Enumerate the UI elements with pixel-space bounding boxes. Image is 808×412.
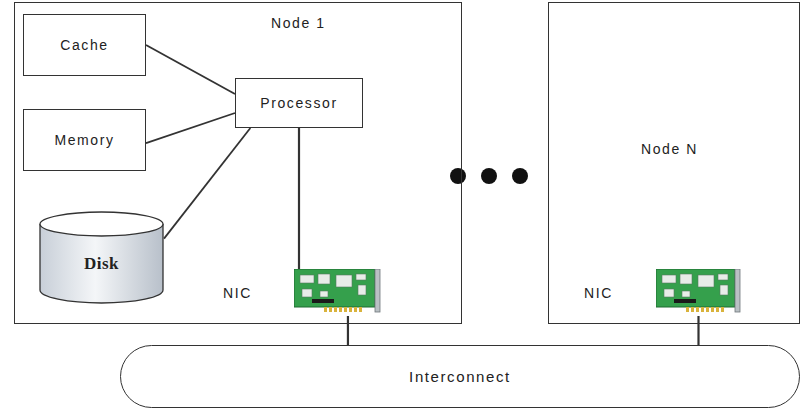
connector-line [697, 316, 699, 345]
connector-port [674, 299, 696, 303]
chip [318, 274, 330, 284]
disk-cylinder: Disk [39, 211, 164, 303]
node-label: NIC [584, 285, 613, 302]
node-label: Interconnect [409, 368, 511, 386]
edge-contact [324, 307, 327, 312]
ellipsis-dot [512, 168, 528, 184]
chip [320, 291, 328, 297]
edge-contact [359, 307, 362, 312]
ellipsis-dot [481, 168, 497, 184]
card-bracket [735, 269, 740, 312]
chip [720, 285, 728, 295]
memory-box: Memory [23, 109, 146, 171]
interconnect-bus: Interconnect [120, 345, 800, 408]
chip [718, 274, 728, 280]
edge-contact [696, 307, 699, 312]
nic-card-picture [294, 269, 381, 316]
edge-contact [344, 307, 347, 312]
node-label: NIC [223, 285, 252, 302]
chip [356, 274, 366, 280]
node-label: Memory [54, 132, 114, 149]
circuit-board [656, 269, 735, 307]
chip [358, 285, 366, 295]
circuit-board [294, 269, 375, 307]
connector-port [312, 299, 334, 303]
edge-contact [706, 307, 709, 312]
chip [664, 289, 674, 297]
node-label: Processor [260, 95, 337, 112]
edge-contact [349, 307, 352, 312]
disk-top [40, 212, 163, 236]
chip [682, 291, 690, 297]
connector-line [146, 113, 235, 143]
edge-contact [721, 307, 724, 312]
connector-line [164, 128, 250, 239]
ellipsis-dot [450, 168, 466, 184]
chip [662, 275, 676, 283]
chip [680, 274, 692, 284]
edge-contact [339, 307, 342, 312]
chip [300, 275, 314, 283]
chip [302, 289, 312, 297]
nic-card: NIC [656, 269, 741, 316]
edge-contact [334, 307, 337, 312]
edge-contact [716, 307, 719, 312]
edge-contact [701, 307, 704, 312]
nic-card-picture [656, 269, 741, 316]
connector-line [347, 316, 349, 345]
edge-contact [329, 307, 332, 312]
node-label: Node 1 [271, 15, 326, 32]
chip [698, 275, 714, 287]
edge-contact [354, 307, 357, 312]
cache-box: Cache [23, 14, 146, 76]
chip [336, 275, 352, 287]
node-frame: Node N NIC [548, 2, 800, 324]
node-label: Cache [60, 37, 108, 54]
processor-box: Processor [235, 78, 363, 128]
edge-contact [686, 307, 689, 312]
edge-contact [691, 307, 694, 312]
node-frame: Node 1 CacheProcessorMemoryDiskNIC [14, 2, 462, 324]
edge-contact [711, 307, 714, 312]
connector-line [146, 45, 235, 94]
node-label: Node N [641, 141, 698, 158]
card-bracket [375, 269, 380, 312]
nic-card: NIC [294, 269, 381, 316]
disk-label: Disk [84, 254, 119, 274]
connector-line [298, 128, 300, 269]
